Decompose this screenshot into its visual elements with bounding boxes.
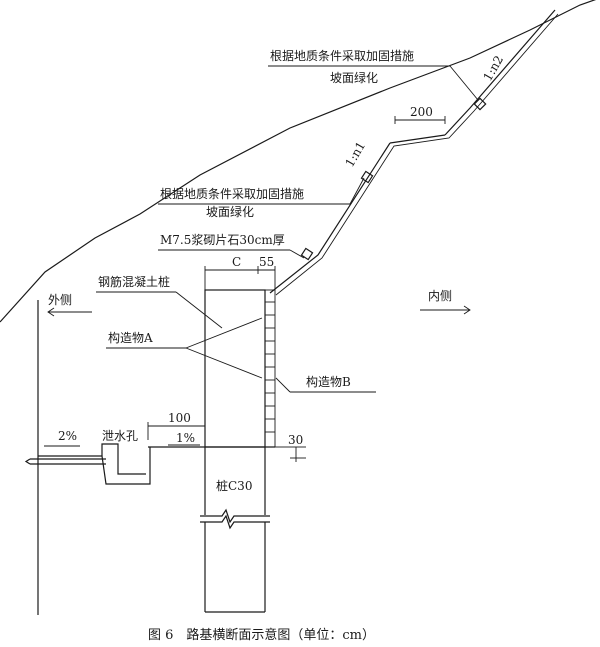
dim-30-label: 30 [288, 433, 303, 447]
pile-body [204, 289, 266, 448]
pile-grade-label: 桩C30 [216, 478, 252, 493]
pile-label: 钢筋混凝土桩 [98, 274, 170, 289]
inner-side-label: 内侧 [428, 289, 452, 303]
dim-c-label: C [232, 255, 241, 269]
dim-55-label: 55 [259, 255, 274, 269]
upper-cut-slope [444, 9, 556, 136]
mid-greening-text: 坡面绿化 [206, 204, 254, 219]
slope-marker-mid [360, 170, 374, 184]
masonry-note: M7.5浆砌片石30cm厚 [160, 232, 285, 247]
slope-ratio-mid: 1:n1 [342, 139, 368, 169]
slope-marker-lower [300, 247, 314, 261]
upper-measure-text: 根据地质条件采取加固措施 [270, 49, 414, 63]
masonry-layer [264, 289, 276, 448]
mid-measure-text: 根据地质条件采取加固措施 [160, 187, 304, 201]
natural-ground-line [0, 0, 597, 323]
lower-cut-slope [269, 142, 391, 294]
berm-platform [389, 134, 446, 144]
pile-break-symbol [200, 508, 270, 524]
upper-greening-text: 坡面绿化 [330, 70, 378, 85]
structure-b-label: 构造物B [306, 374, 351, 389]
grade-outer-label: 2% [58, 429, 77, 443]
figure-caption: 图 6 路基横断面示意图（单位：cm） [148, 627, 375, 643]
drain-hole-label: 泄水孔 [102, 429, 138, 443]
structure-a-label: 构造物A [108, 330, 153, 345]
masonry-hatch [265, 301, 275, 433]
grade-inner-label: 1% [176, 431, 195, 445]
outer-side-label: 外侧 [48, 293, 72, 307]
dim-100-label: 100 [168, 411, 191, 425]
slope-marker-upper [473, 97, 487, 111]
drain-ditch [38, 447, 151, 485]
berm-width-label: 200 [410, 105, 433, 119]
slope-protection-line [275, 13, 559, 296]
